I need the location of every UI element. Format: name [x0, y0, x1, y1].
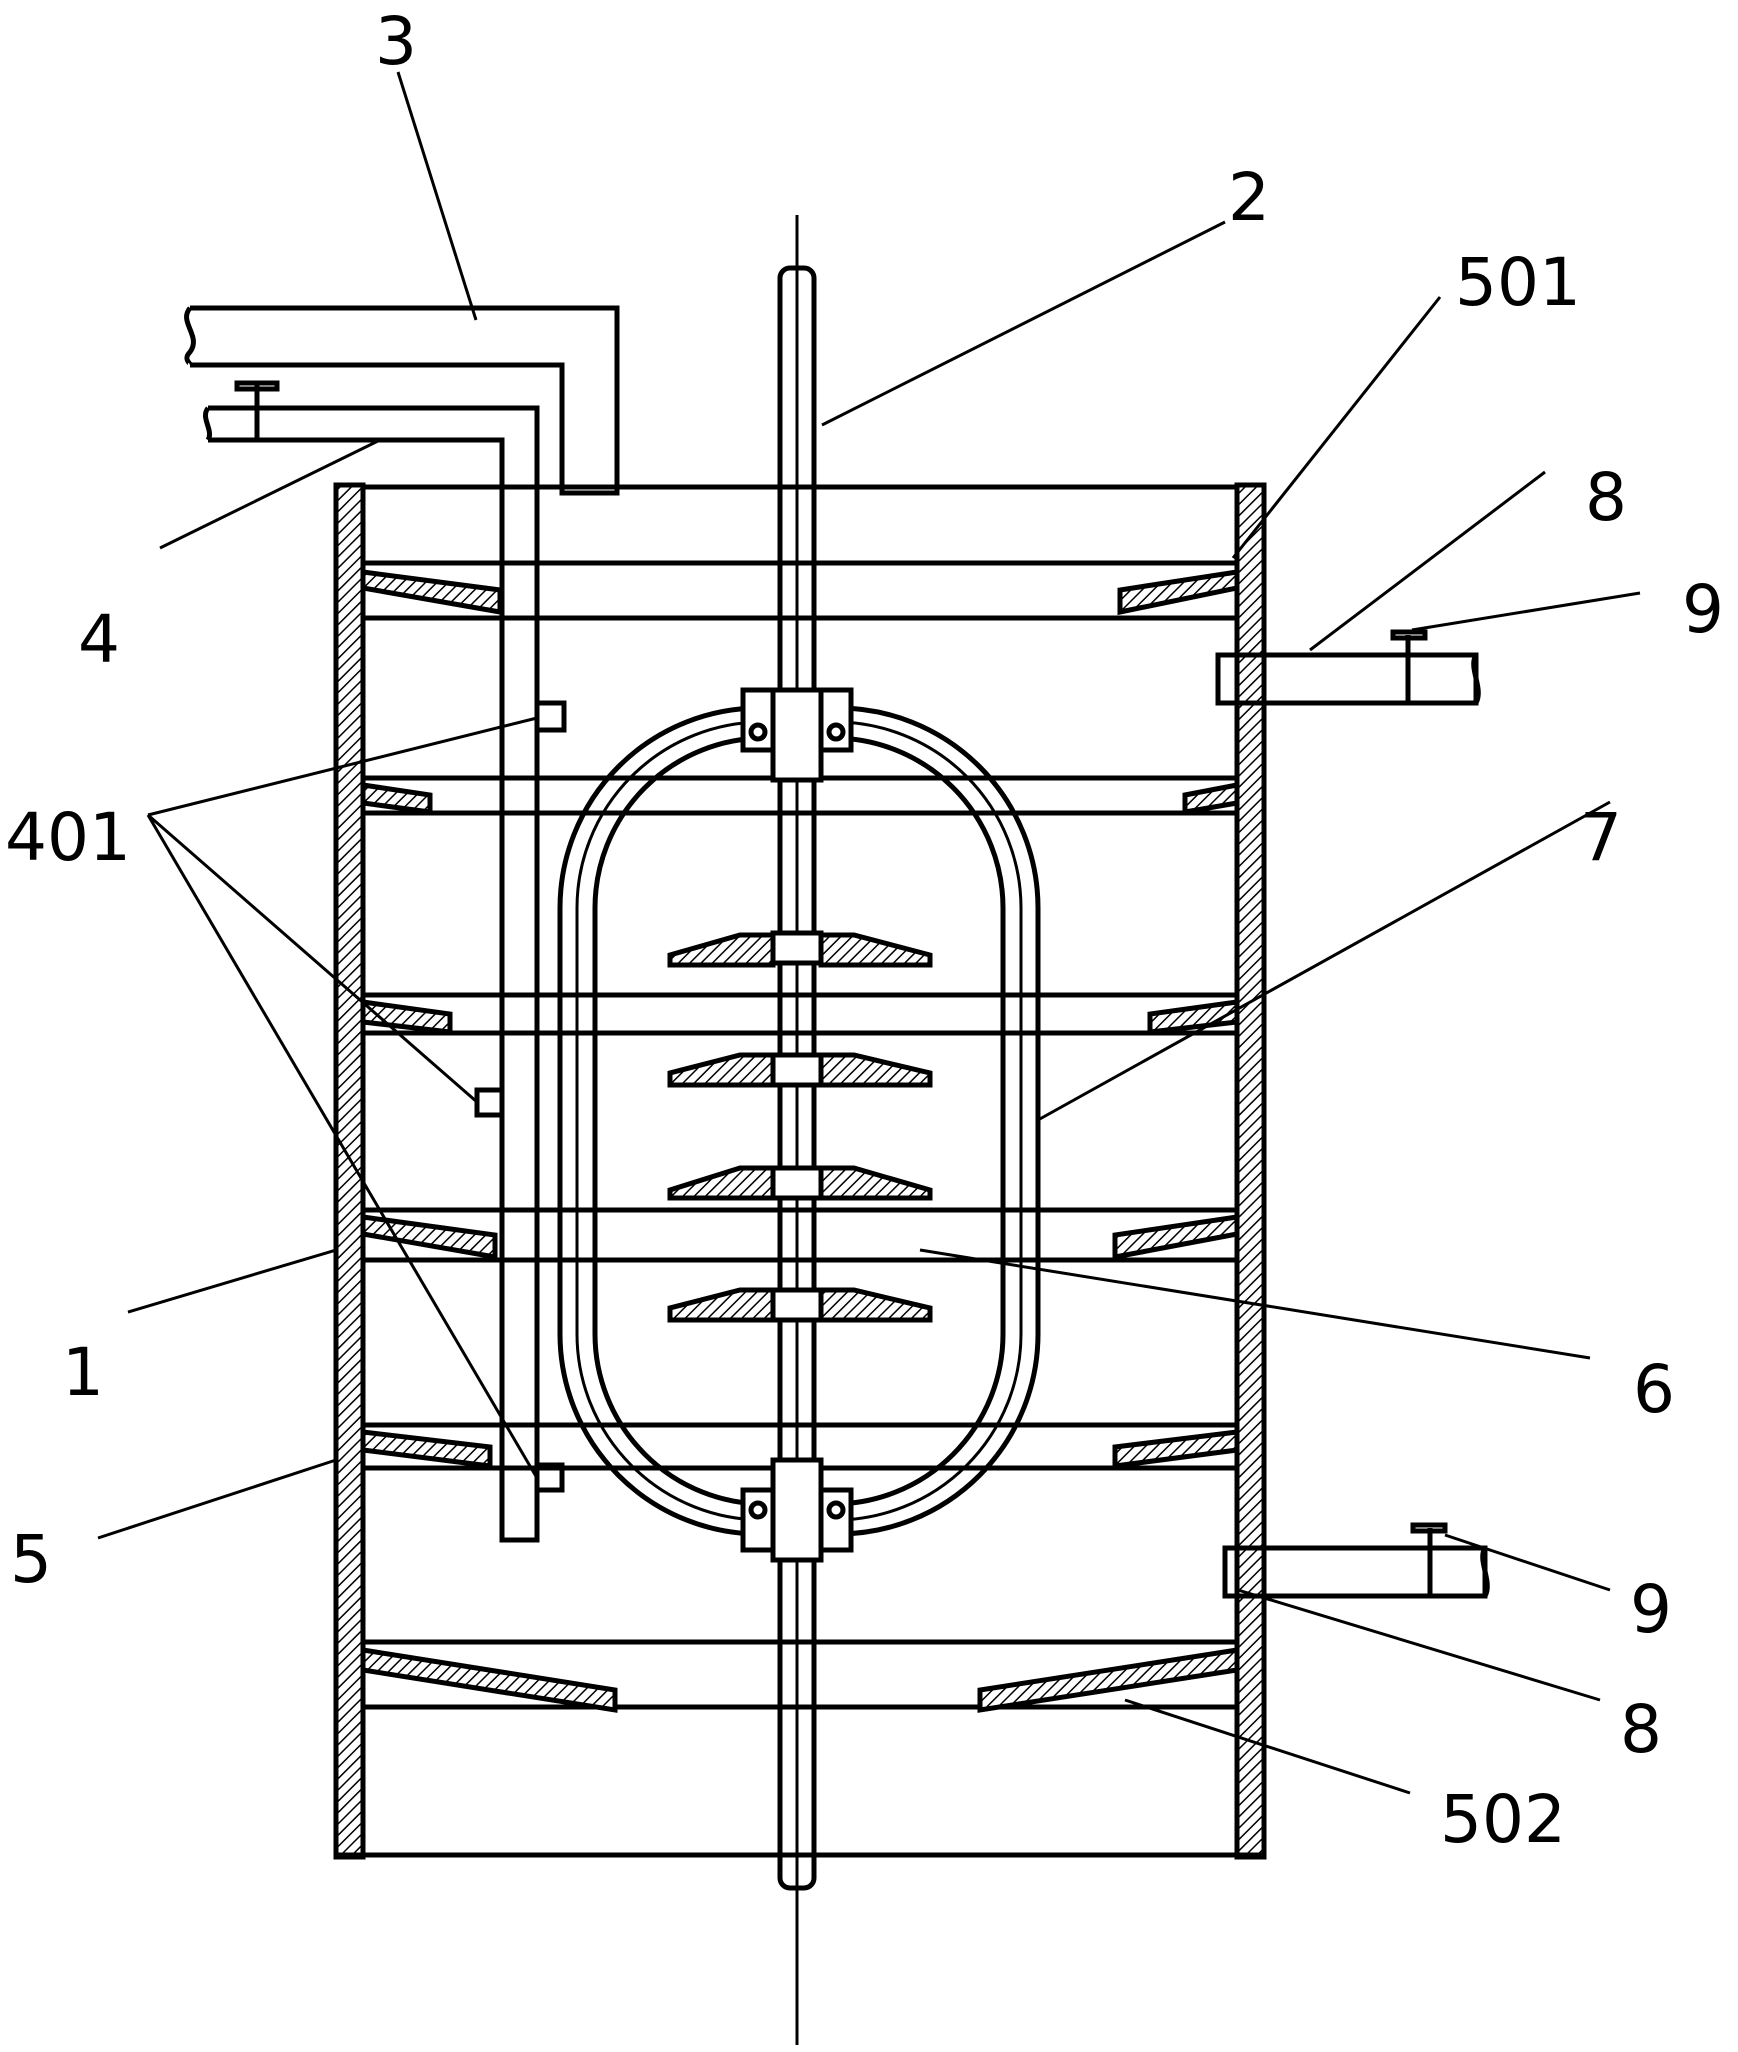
- stirring-blades-4: [667, 1287, 933, 1323]
- bottom-clamp: [740, 1457, 854, 1563]
- label-6: 6: [1633, 1351, 1675, 1428]
- label-4: 4: [78, 601, 120, 678]
- outlet-hole: [534, 700, 567, 733]
- stirring-blades-2: [667, 1052, 933, 1088]
- label-5: 5: [10, 1521, 52, 1598]
- valve-icon: [234, 380, 280, 440]
- tray-4: [360, 1207, 1240, 1263]
- feed-pipe: [208, 405, 540, 1543]
- outlet-hole: [474, 1087, 505, 1118]
- tray-1: [360, 560, 1240, 621]
- stirring-blades-1: [667, 930, 933, 968]
- label-9-lower: 9: [1630, 1571, 1672, 1648]
- label-1: 1: [62, 1334, 104, 1411]
- feed-pipe-break: [202, 406, 212, 442]
- vessel-left-wall: [333, 482, 366, 1860]
- racetrack-frame-outer: [557, 705, 1041, 1537]
- label-501: 501: [1455, 244, 1581, 321]
- top-clamp: [740, 687, 854, 783]
- racetrack-frame-inner: [592, 735, 1006, 1507]
- racetrack-frame-mid: [575, 720, 1023, 1522]
- label-502: 502: [1440, 1781, 1566, 1858]
- label-9-upper: 9: [1682, 571, 1724, 648]
- stirring-blades-3: [667, 1165, 933, 1201]
- leader-lines: [97, 71, 1641, 1795]
- upper-side-pipe: [1215, 629, 1481, 706]
- label-401: 401: [5, 799, 131, 876]
- lower-side-pipe: [1222, 1522, 1490, 1599]
- label-7: 7: [1580, 799, 1622, 876]
- tray-bottom: [360, 1639, 1240, 1713]
- tray-2: [360, 775, 1240, 816]
- label-3: 3: [375, 3, 417, 80]
- label-2: 2: [1228, 159, 1270, 236]
- vessel-right-wall: [1234, 482, 1267, 1860]
- inlet-pipe: [190, 305, 620, 496]
- label-8-lower: 8: [1620, 1691, 1662, 1768]
- label-8-upper: 8: [1585, 459, 1627, 536]
- tray-3: [360, 992, 1240, 1036]
- inlet-pipe-break: [184, 306, 196, 368]
